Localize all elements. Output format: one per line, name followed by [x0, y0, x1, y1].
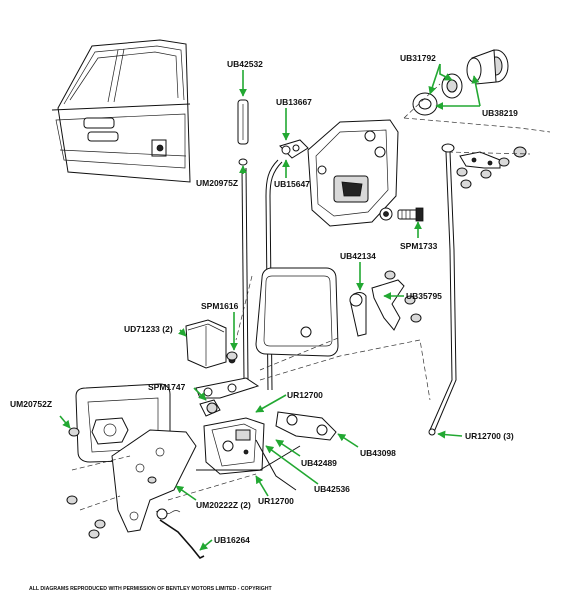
label-ub43098: UB43098 [360, 448, 396, 458]
label-ub16264: UB16264 [214, 535, 250, 545]
label-ub38219: UB38219 [482, 108, 518, 118]
upper-lock-rods [237, 99, 283, 391]
label-ur12700-right: UR12700 (3) [465, 431, 514, 441]
car-door-thumbnail [51, 39, 191, 183]
label-spm1733: SPM1733 [400, 241, 438, 251]
lower-lock-mechanism [66, 339, 431, 560]
lock-barrel-assembly [403, 49, 551, 133]
label-ub31792: UB31792 [400, 53, 436, 63]
copyright-footer: ALL DIAGRAMS REPRODUCED WITH PERMISSION … [29, 586, 272, 592]
upper-lever-links [259, 270, 422, 371]
label-ur12700-bottom: UR12700 [258, 496, 294, 506]
label-ub42489: UB42489 [301, 458, 337, 468]
label-ub42532: UB42532 [227, 59, 263, 69]
label-ud71233: UD71233 (2) [124, 324, 173, 334]
label-ub35795: UB35795 [406, 291, 442, 301]
door-latch-mechanism [279, 119, 424, 227]
solenoid-module [185, 319, 238, 369]
label-ub13667: UB13667 [276, 97, 312, 107]
part-labels: UB42532 UM20975Z UB13667 UB15647 UB31792… [10, 53, 518, 545]
callout-arrows [59, 63, 481, 551]
label-um20222z: UM20222Z (2) [196, 500, 251, 510]
label-ub42134: UB42134 [340, 251, 376, 261]
label-ub42536: UB42536 [314, 484, 350, 494]
door-handle-gasket [235, 267, 339, 357]
right-bracket-hardware [428, 143, 531, 436]
label-spm1616: SPM1616 [201, 301, 239, 311]
label-ub15647: UB15647 [274, 179, 310, 189]
label-um20975z: UM20975Z [196, 178, 238, 188]
label-spm1747: SPM1747 [148, 382, 186, 392]
label-ur12700-top: UR12700 [287, 390, 323, 400]
label-um20752z: UM20752Z [10, 399, 52, 409]
